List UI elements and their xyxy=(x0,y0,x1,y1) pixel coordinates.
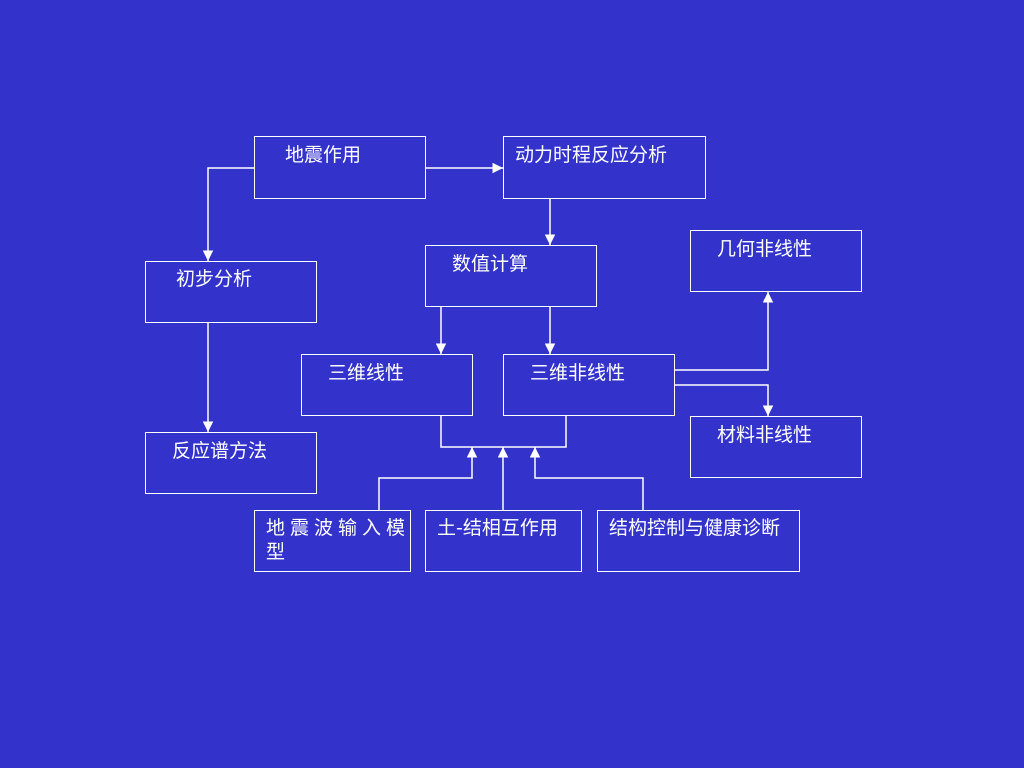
box-structural-control-health: 结构控制与健康诊断 xyxy=(597,510,800,572)
box-geometric-nonlinearity: 几何非线性 xyxy=(690,230,862,292)
arrow-wave-input-to-bracket xyxy=(378,447,478,510)
box-seismic-wave-input: 地震波输入模型 xyxy=(254,510,411,572)
box-numerical-computation: 数值计算 xyxy=(425,245,597,307)
label-3d-linear: 三维线性 xyxy=(328,362,405,384)
label-numerical-computation: 数值计算 xyxy=(452,253,529,275)
box-3d-linear: 三维线性 xyxy=(301,354,473,416)
arrow-control-to-bracket xyxy=(529,447,644,510)
box-soil-structure-interaction: 土-结相互作用 xyxy=(425,510,582,572)
box-preliminary-analysis: 初步分析 xyxy=(145,261,317,323)
label-3d-nonlinear: 三维非线性 xyxy=(530,362,626,384)
label-material-nonlinearity: 材料非线性 xyxy=(717,424,813,446)
label-preliminary-analysis: 初步分析 xyxy=(176,268,253,290)
box-material-nonlinearity: 材料非线性 xyxy=(690,416,862,478)
label-structural-control-health: 结构控制与健康诊断 xyxy=(609,517,781,539)
label-response-spectrum: 反应谱方法 xyxy=(172,440,268,462)
label-geometric-nonlinearity: 几何非线性 xyxy=(717,238,813,260)
arrow-nonlinear-to-material xyxy=(675,384,774,416)
bracket-3d-analyses xyxy=(440,416,567,448)
arrow-seismic-to-preliminary xyxy=(202,167,254,261)
label-seismic-wave-input: 地震波输入模型 xyxy=(266,517,411,563)
box-dynamic-time-history: 动力时程反应分析 xyxy=(503,136,706,199)
label-seismic-action: 地震作用 xyxy=(285,144,362,166)
label-soil-structure-interaction: 土-结相互作用 xyxy=(437,517,558,539)
box-response-spectrum: 反应谱方法 xyxy=(145,432,317,494)
box-3d-nonlinear: 三维非线性 xyxy=(503,354,675,416)
box-seismic-action: 地震作用 xyxy=(254,136,426,199)
label-dynamic-time-history: 动力时程反应分析 xyxy=(515,144,668,166)
arrow-nonlinear-to-geometric xyxy=(675,292,774,371)
